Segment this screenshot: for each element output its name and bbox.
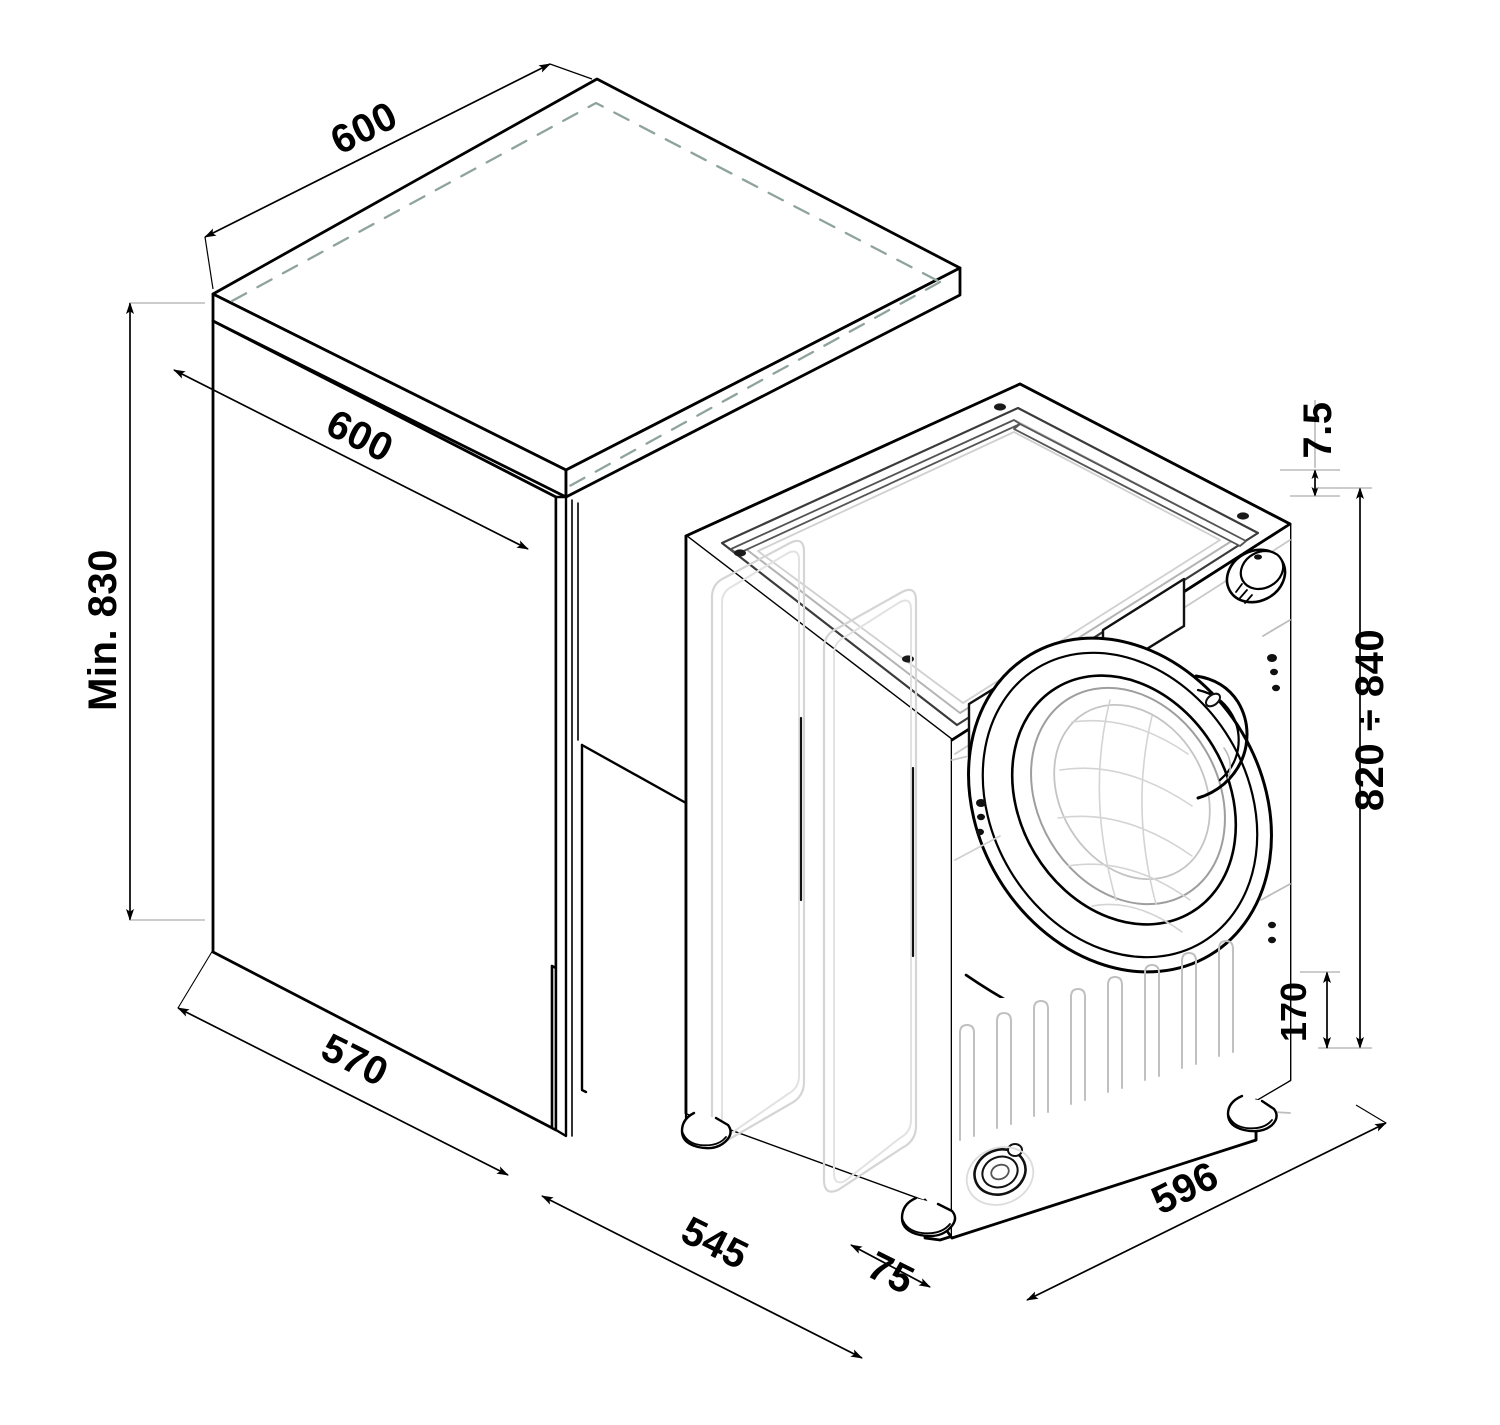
porthole-door[interactable] <box>908 582 1332 1028</box>
cabinet-interior-edge <box>580 743 688 805</box>
washing-machine-group <box>680 382 1332 1242</box>
machine-front-seam-top <box>1262 619 1291 637</box>
machine-lid-frame-outer <box>720 406 1260 727</box>
machine-side-emboss-2-inner <box>833 599 912 1184</box>
dimension-lines <box>126 63 1387 1359</box>
dimline-600-side <box>173 369 529 550</box>
machine-lid-seal-right <box>1013 423 1247 547</box>
machine-side-emboss-2-outer <box>822 588 918 1193</box>
dimline-600-top <box>204 63 551 238</box>
dimension-label-min-height: Min. 830 <box>81 549 125 711</box>
dimline-75 <box>850 1244 931 1288</box>
control-knob[interactable] <box>1218 540 1294 612</box>
plinth-vent-slots <box>959 940 1234 1141</box>
cabinet-side-panel-thickness <box>554 495 568 1138</box>
ext-600-top-a <box>204 236 214 290</box>
machine-side-panel <box>686 536 952 1238</box>
machine-lid-screw-1 <box>734 549 746 557</box>
ext-596-b <box>1355 1104 1387 1124</box>
foot-rear-right <box>1226 1094 1278 1133</box>
foot-front-left <box>680 1111 732 1150</box>
cabinet-back-panel <box>580 743 588 1094</box>
dimline-596 <box>1026 1122 1387 1301</box>
dimension-label-front-depth: 545 <box>674 1208 755 1278</box>
dimension-label-plinth-offset: 75 <box>861 1244 921 1304</box>
dimline-545 <box>541 1195 863 1359</box>
machine-front-seam-mid <box>1260 883 1291 901</box>
worktop-hidden-edge <box>230 101 942 303</box>
ext-570-a <box>177 949 214 1009</box>
dimension-label-top-gap: 7.5 <box>1296 401 1340 458</box>
machine-lid-screw-4 <box>902 655 914 663</box>
machine-side-seam-left <box>954 835 1001 861</box>
worktop-hidden-edge-right <box>564 280 942 490</box>
door-handle[interactable] <box>1194 674 1249 800</box>
machine-lid-inset <box>757 431 1221 704</box>
dimline-570 <box>177 1007 509 1176</box>
machine-lid-screw-2 <box>994 403 1006 411</box>
dimension-label-top-depth: 600 <box>324 93 405 163</box>
ext-600-top-b <box>549 63 593 80</box>
machine-lid-screw-3 <box>1237 512 1249 520</box>
foot-front-right <box>900 1196 957 1238</box>
dimension-label-plinth-height: 170 <box>1273 982 1314 1042</box>
dimension-label-height-range: 820 ÷ 840 <box>1348 629 1392 811</box>
